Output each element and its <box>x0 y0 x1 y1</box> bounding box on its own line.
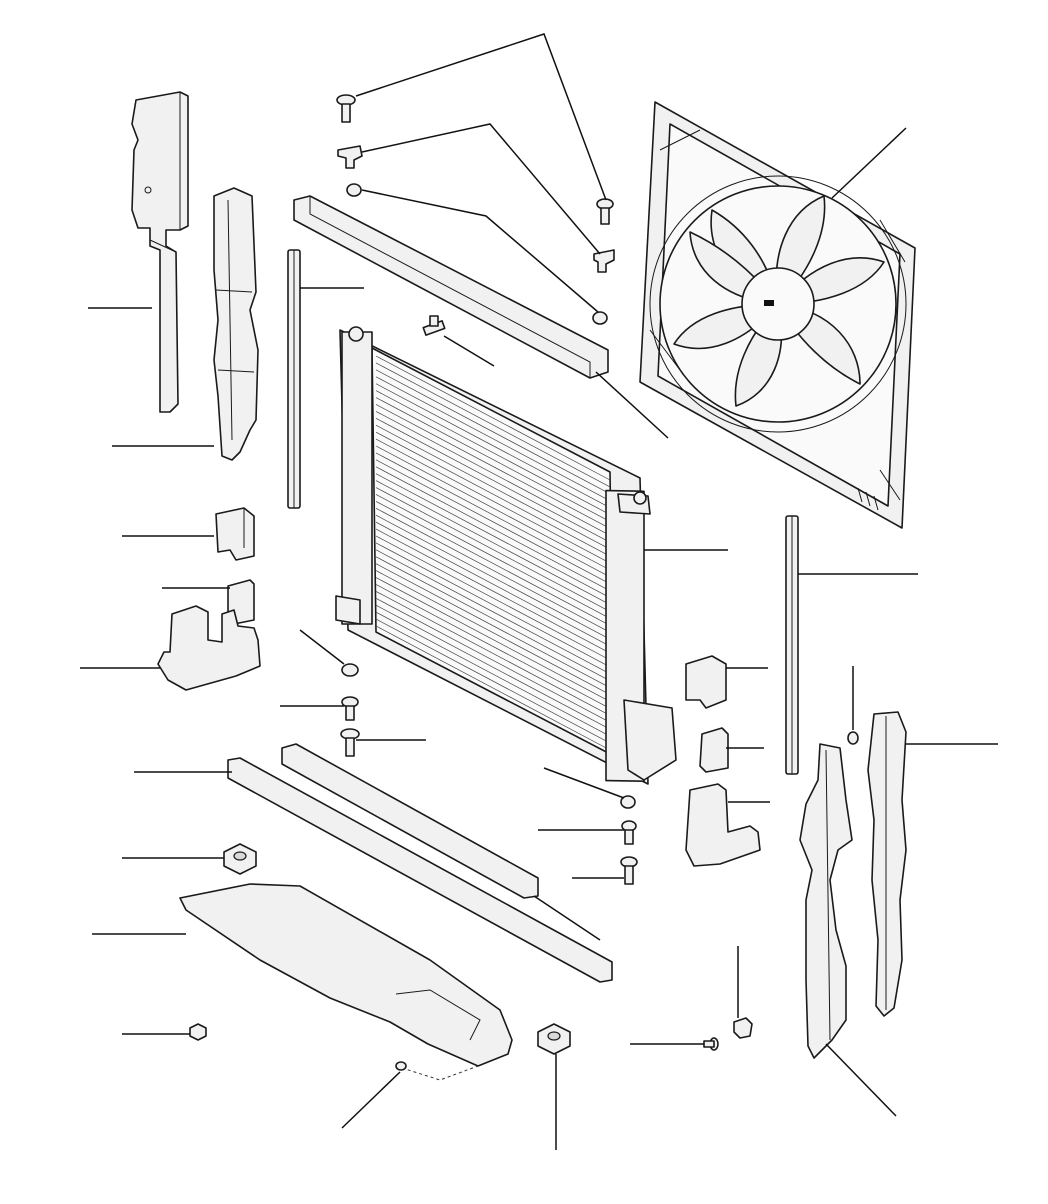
mounting-rubber <box>223 843 571 1055</box>
lower-undertray <box>179 883 513 1081</box>
radiator-fin <box>375 597 611 723</box>
radiator-fin <box>375 507 611 633</box>
left-upper-air-deflector-panel <box>131 91 189 413</box>
radiator-fin <box>375 535 611 661</box>
radiator-fin <box>375 625 611 751</box>
radiator-fin <box>375 424 611 550</box>
radiator-fin <box>375 584 611 709</box>
lower-grommet <box>341 663 636 809</box>
left-upper-foam-block <box>215 507 255 561</box>
radiator-fin <box>375 521 611 647</box>
clip-nut <box>189 1017 753 1041</box>
cooling-fan-assembly <box>639 101 916 529</box>
radiator-fin <box>375 487 611 612</box>
lower-foam-strips <box>227 743 613 983</box>
radiator-fin <box>375 466 611 592</box>
temperature-sensor <box>422 315 446 336</box>
top-foam-seal <box>293 195 609 379</box>
radiator-fin <box>375 563 611 689</box>
radiator-fin <box>375 452 611 578</box>
left-side-air-seal-bracket <box>213 187 259 461</box>
right-side-air-seal-bracket <box>799 743 853 1059</box>
radiator-fin <box>375 604 611 730</box>
radiator-fin <box>375 459 611 585</box>
radiator-fin <box>375 591 611 716</box>
right-vertical-foam-strip <box>785 515 799 775</box>
radiator-fin <box>375 417 611 543</box>
radiator-fin <box>375 445 611 571</box>
radiator-fin <box>375 549 611 675</box>
top-bolt <box>336 94 614 225</box>
radiator-fin <box>375 390 611 515</box>
radiator-fin <box>375 570 611 695</box>
radiator-fin <box>375 404 611 529</box>
radiator-fin <box>375 438 611 564</box>
radiator-fin <box>375 431 611 557</box>
radiator-fin <box>375 501 611 626</box>
radiator-fin <box>375 514 611 640</box>
radiator-fin <box>375 397 611 522</box>
radiator-fin <box>375 618 611 744</box>
radiator-fin <box>375 362 611 488</box>
top-bracket <box>337 145 615 273</box>
radiator-fin <box>375 376 611 502</box>
radiator-fin <box>375 611 611 737</box>
radiator-fin <box>375 473 611 599</box>
radiator-fin <box>375 556 611 682</box>
left-vertical-foam-strip <box>287 249 301 509</box>
radiator-fin <box>375 494 611 619</box>
right-side-air-guide <box>847 711 907 1017</box>
right-foam-blocks <box>685 655 761 867</box>
left-lower-air-guide <box>157 605 261 691</box>
radiator-fin <box>375 528 611 654</box>
top-grommet <box>346 183 608 325</box>
radiator-fin <box>375 383 611 509</box>
lower-bolts <box>340 696 719 1051</box>
leader-lines <box>80 33 998 1150</box>
radiator-fin <box>375 480 611 605</box>
radiator-fin <box>375 369 611 495</box>
radiator-fin <box>375 577 611 702</box>
radiator-fin <box>375 542 611 668</box>
radiator <box>335 326 677 785</box>
radiator-fin <box>375 355 611 481</box>
radiator-fin <box>375 411 611 536</box>
